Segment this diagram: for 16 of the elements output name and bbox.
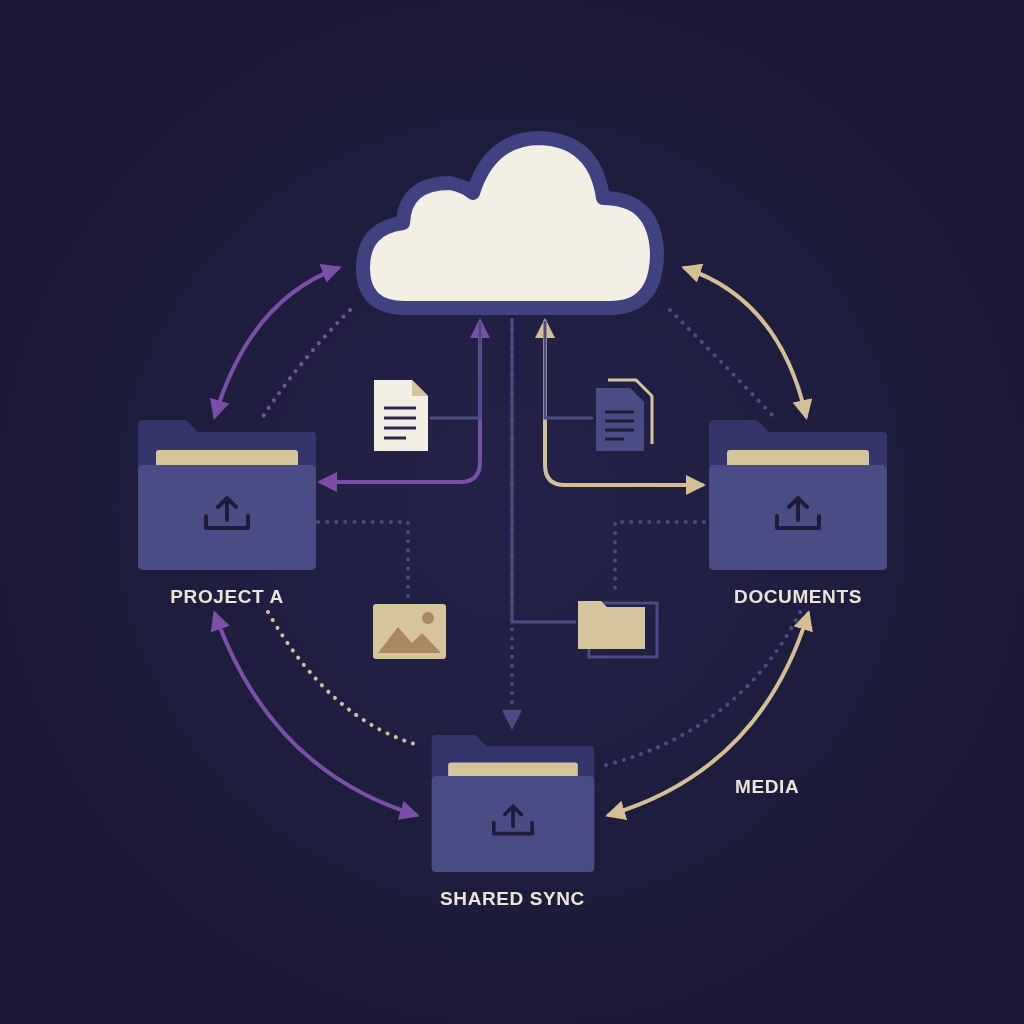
folder-label: PROJECT A bbox=[170, 586, 284, 608]
connector-line bbox=[543, 320, 594, 420]
double-arrow bbox=[535, 318, 706, 495]
folder-label: SHARED SYNC bbox=[440, 888, 585, 910]
dotted-arrow bbox=[502, 318, 522, 730]
dotted-line bbox=[604, 610, 802, 767]
dotted-line bbox=[260, 308, 352, 420]
double-arrow bbox=[317, 318, 490, 492]
double-arrow bbox=[681, 264, 812, 420]
connector-line bbox=[510, 318, 577, 624]
double-arrow bbox=[210, 264, 342, 420]
folder-label: MEDIA bbox=[735, 776, 800, 798]
connector-line bbox=[429, 320, 482, 420]
double-arrow bbox=[211, 610, 420, 820]
double-arrow bbox=[605, 610, 813, 820]
folder-label: DOCUMENTS bbox=[734, 586, 862, 608]
